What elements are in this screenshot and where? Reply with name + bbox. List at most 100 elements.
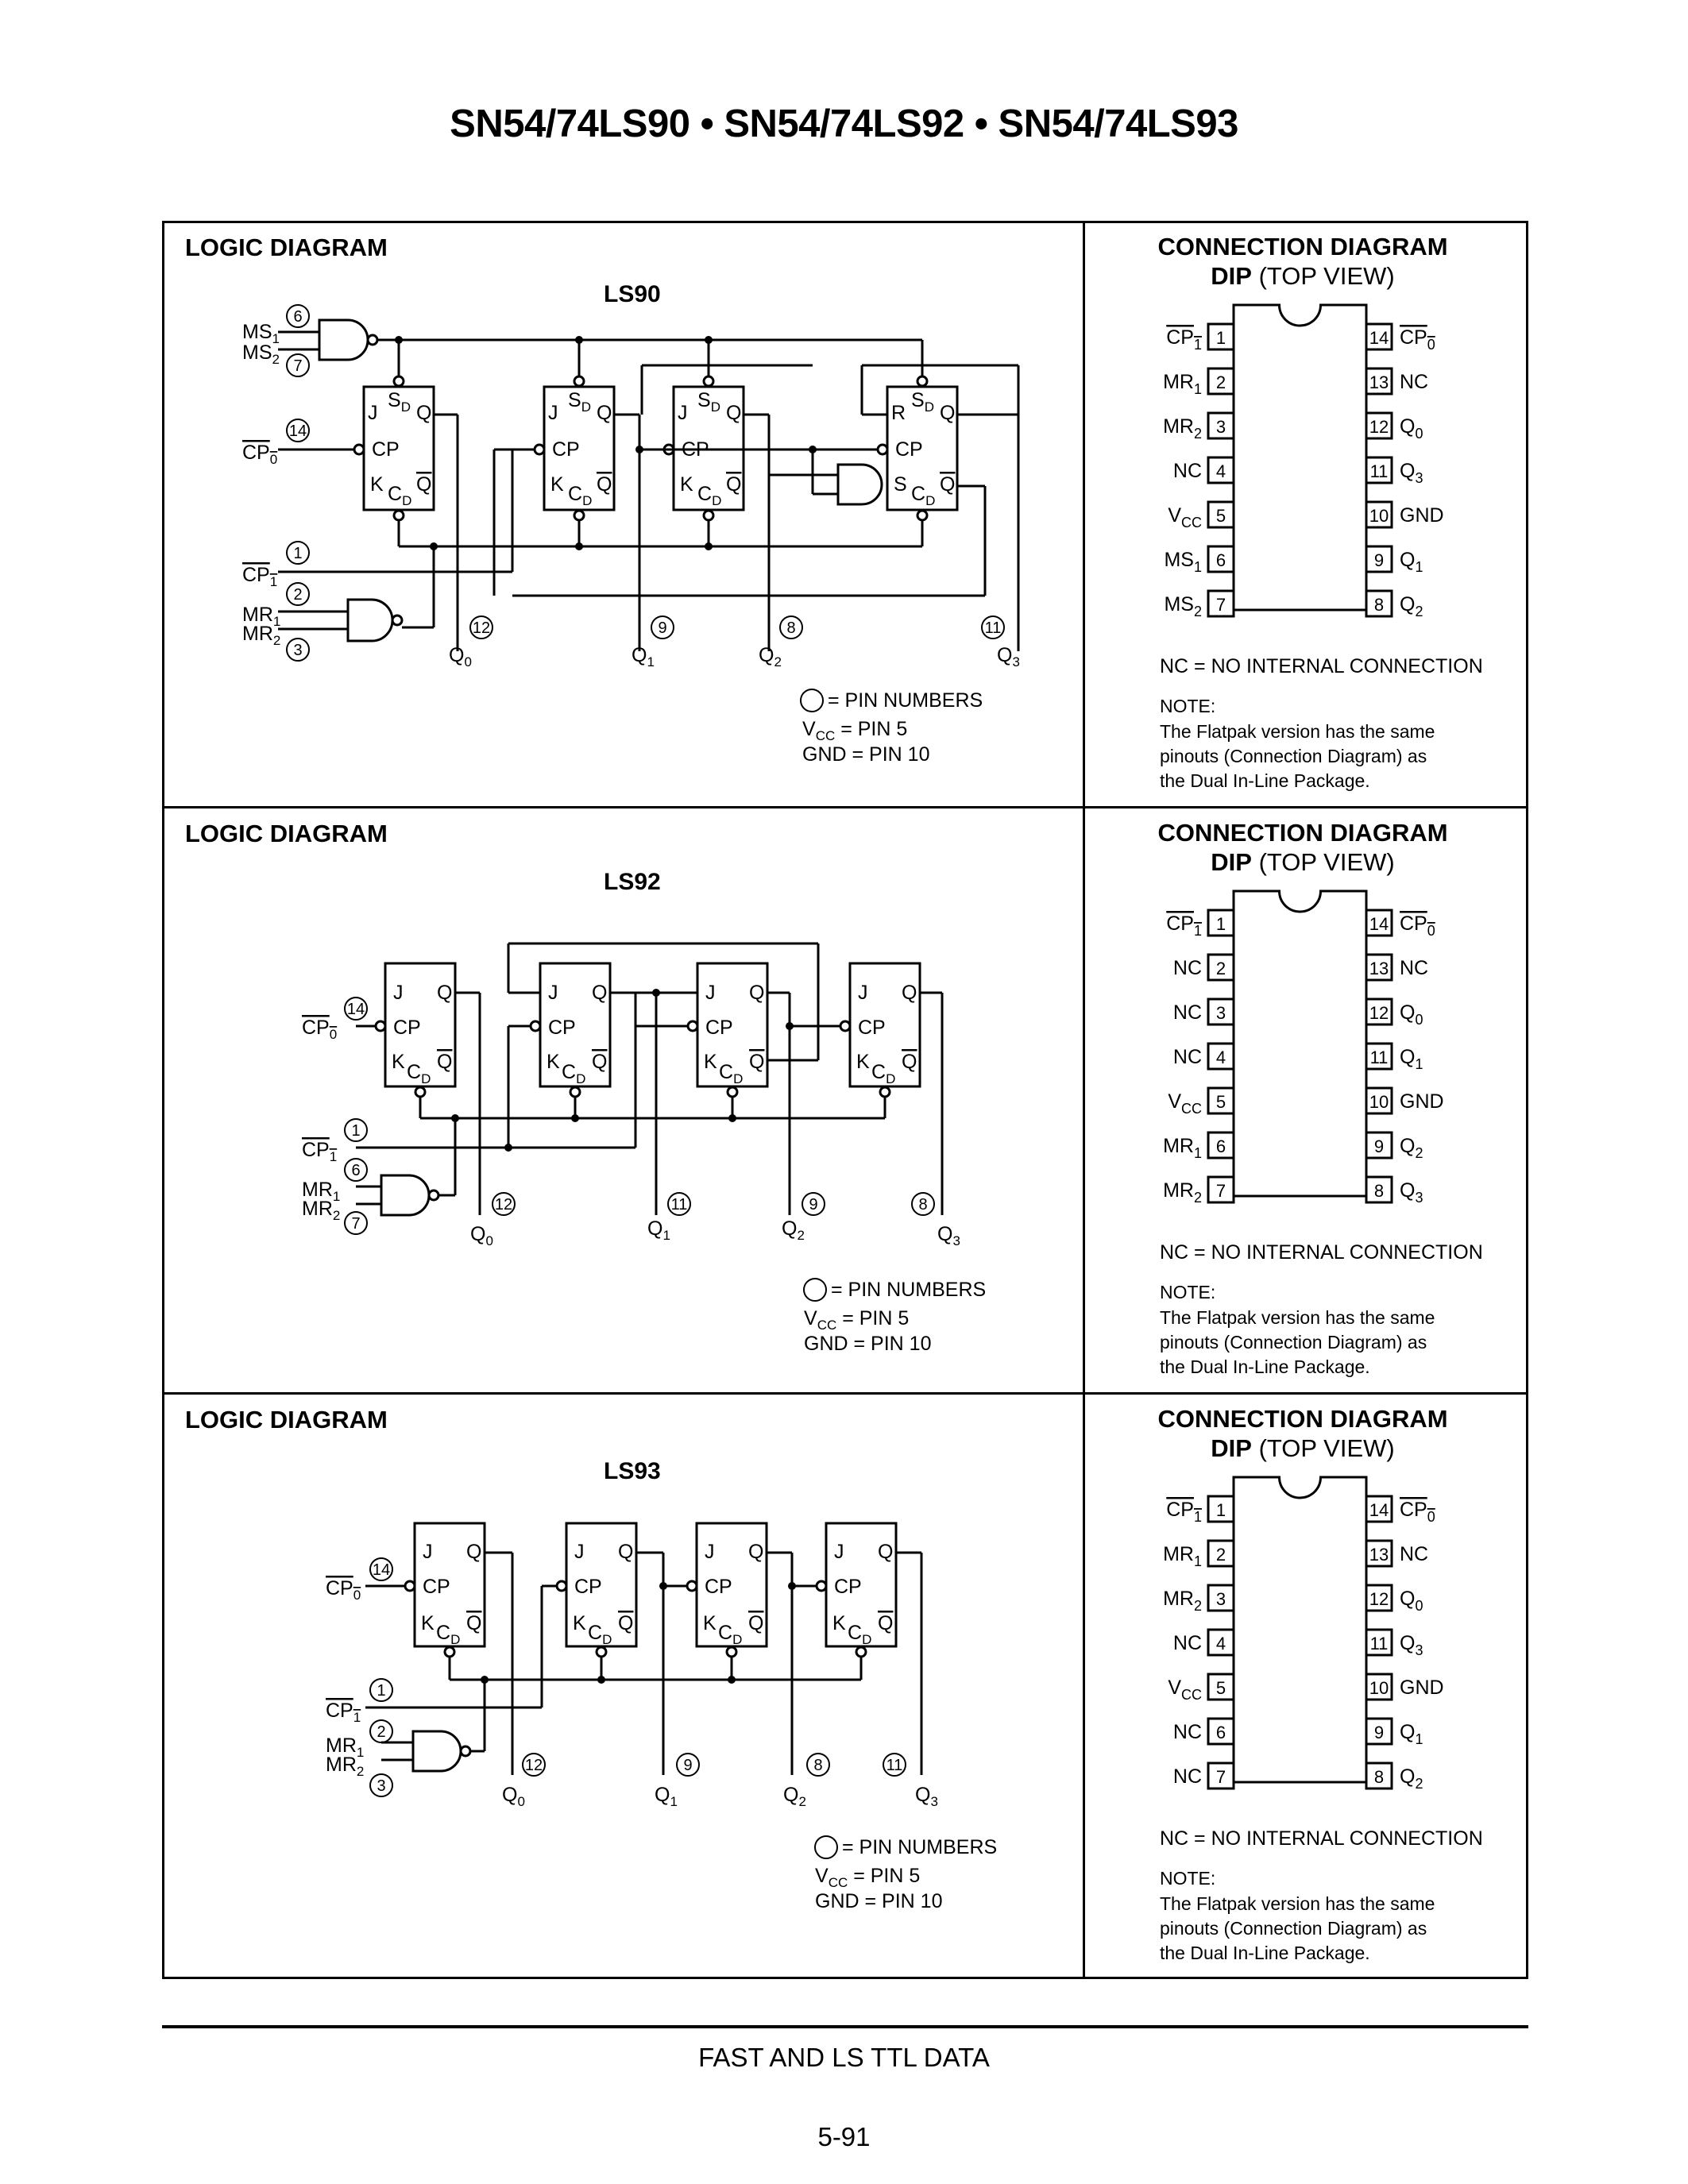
pin-number: 9	[1374, 1136, 1384, 1156]
svg-text:S: S	[894, 473, 907, 496]
pin-label: CP1	[1166, 913, 1202, 939]
svg-text:CP1: CP1	[242, 564, 277, 589]
svg-text:MS1: MS1	[242, 321, 280, 346]
pin-label: Q0	[1400, 415, 1423, 442]
pin-number: 11	[985, 619, 1002, 637]
svg-text:SD: SD	[697, 389, 720, 415]
note-line: pinouts (Connection Diagram) as	[1160, 1332, 1427, 1352]
svg-text:J: J	[548, 402, 558, 424]
svg-text:VCC = PIN 5: VCC = PIN 5	[804, 1307, 909, 1333]
svg-text:CP: CP	[895, 438, 923, 461]
pin-label: MR2	[1163, 1179, 1202, 1206]
svg-text:K: K	[547, 1051, 560, 1073]
note-line: the Dual In-Line Package.	[1160, 1356, 1370, 1377]
logic-diagram-title: LOGIC DIAGRAM	[185, 233, 388, 261]
pin-number: 8	[813, 1757, 822, 1774]
note-line: The Flatpak version has the same	[1160, 1893, 1435, 1914]
pin-label: MR1	[1163, 1543, 1202, 1569]
svg-text:CP1: CP1	[302, 1139, 337, 1164]
row-divider	[162, 1392, 1528, 1395]
dip-pin: 2NC	[1173, 953, 1235, 982]
pin-label: Q1	[1400, 1046, 1423, 1072]
pin-number: 2	[1216, 959, 1226, 978]
pin-label: NC	[1173, 1001, 1202, 1024]
pin-number: 14	[373, 1561, 390, 1579]
svg-text:Q0: Q0	[449, 644, 472, 669]
svg-text:Q: Q	[592, 1051, 607, 1073]
pin-number: 2	[1216, 372, 1226, 392]
pin-label: NC	[1173, 1765, 1202, 1788]
pin-number: 1	[1216, 1500, 1226, 1520]
svg-text:CP: CP	[705, 1576, 732, 1598]
svg-text:GND = PIN 10: GND = PIN 10	[815, 1890, 942, 1912]
svg-text:CP: CP	[834, 1576, 862, 1598]
pin-number: 5	[1216, 1678, 1226, 1698]
pin-number: 13	[1369, 372, 1389, 392]
pin-number: 1	[377, 1682, 385, 1700]
pin-label: NC	[1173, 1721, 1202, 1743]
svg-text:J: J	[548, 982, 558, 1004]
svg-text:CP: CP	[705, 1017, 733, 1039]
pin-number: 3	[1216, 1003, 1226, 1023]
svg-text:MR2: MR2	[302, 1198, 340, 1223]
pin-number: 8	[1374, 1181, 1384, 1201]
svg-text:Q: Q	[618, 1541, 633, 1563]
svg-text:Q: Q	[437, 982, 452, 1004]
svg-text:Q3: Q3	[937, 1223, 960, 1248]
svg-text:J: J	[705, 1541, 715, 1563]
pin-number: 11	[886, 1757, 903, 1774]
svg-text:Q2: Q2	[783, 1784, 806, 1809]
pin-label: CP0	[1400, 326, 1435, 353]
pin-label: CP0	[1400, 913, 1435, 939]
pin-number: 4	[1216, 461, 1226, 481]
page-title: SN54/74LS90 • SN54/74LS92 • SN54/74LS93	[450, 102, 1238, 145]
svg-text:Q2: Q2	[782, 1217, 805, 1243]
pin-number: 1	[1216, 328, 1226, 348]
pin-number: 14	[1369, 328, 1389, 348]
svg-text:Q: Q	[878, 1612, 893, 1634]
diagram-frame	[162, 221, 1528, 1979]
pin-number: 8	[1374, 595, 1384, 615]
svg-text:R: R	[891, 402, 906, 424]
svg-text:CD: CD	[848, 1622, 871, 1647]
svg-text:CD: CD	[719, 1061, 743, 1086]
svg-text:J: J	[858, 982, 868, 1004]
svg-text:CD: CD	[436, 1622, 460, 1647]
pin-label: MR1	[1163, 1135, 1202, 1161]
svg-text:Q: Q	[749, 982, 764, 1004]
pin-number: 11	[1370, 1634, 1389, 1653]
svg-text:Q: Q	[726, 473, 741, 496]
svg-text:Q: Q	[416, 402, 431, 424]
pin-number: 10	[1369, 1678, 1389, 1698]
svg-text:VCC = PIN 5: VCC = PIN 5	[815, 1865, 920, 1890]
pin-number: 7	[351, 1215, 360, 1233]
pin-number: 7	[293, 357, 302, 375]
pin-number: 12	[525, 1757, 543, 1774]
pin-label: GND	[1400, 504, 1444, 527]
pin-label: MR2	[1163, 1588, 1202, 1614]
footer-rule	[162, 2025, 1528, 2028]
pin-label: NC	[1173, 1046, 1202, 1068]
pin-label: Q3	[1400, 1632, 1423, 1658]
svg-text:CP: CP	[372, 438, 400, 461]
pin-number: 9	[658, 619, 666, 637]
note-title: NOTE:	[1160, 696, 1215, 716]
svg-text:CP: CP	[858, 1017, 886, 1039]
svg-text:CP: CP	[393, 1017, 421, 1039]
svg-text:CD: CD	[568, 483, 592, 508]
pin-label: GND	[1400, 1677, 1444, 1699]
pin-label: Q3	[1400, 460, 1423, 486]
device-name: LS90	[604, 281, 661, 307]
